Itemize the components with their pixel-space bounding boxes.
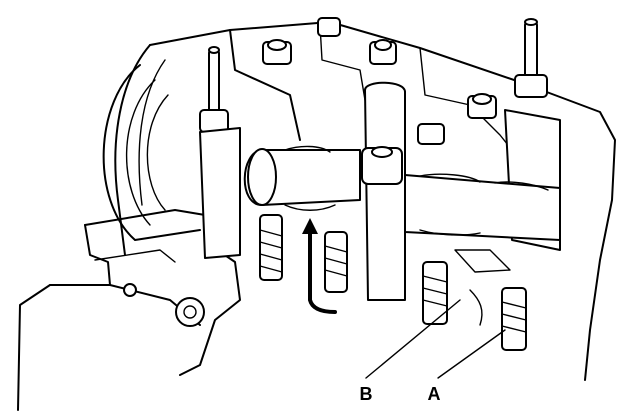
leader-line-b <box>365 299 461 379</box>
bracket-bolt <box>175 297 205 327</box>
lower-bracket <box>17 209 241 411</box>
bracket-hole <box>123 283 137 297</box>
timing-pulley-housing <box>102 64 201 241</box>
arrow-head <box>302 218 318 234</box>
head-studs <box>199 17 548 145</box>
leader-line-a <box>437 329 506 379</box>
valve-springs <box>259 214 527 351</box>
callout-leaders <box>365 299 506 379</box>
camshaft <box>243 145 561 241</box>
callout-label-a: A <box>428 384 441 404</box>
callout-label-b: B <box>360 384 373 404</box>
rotation-arrow <box>302 218 337 314</box>
